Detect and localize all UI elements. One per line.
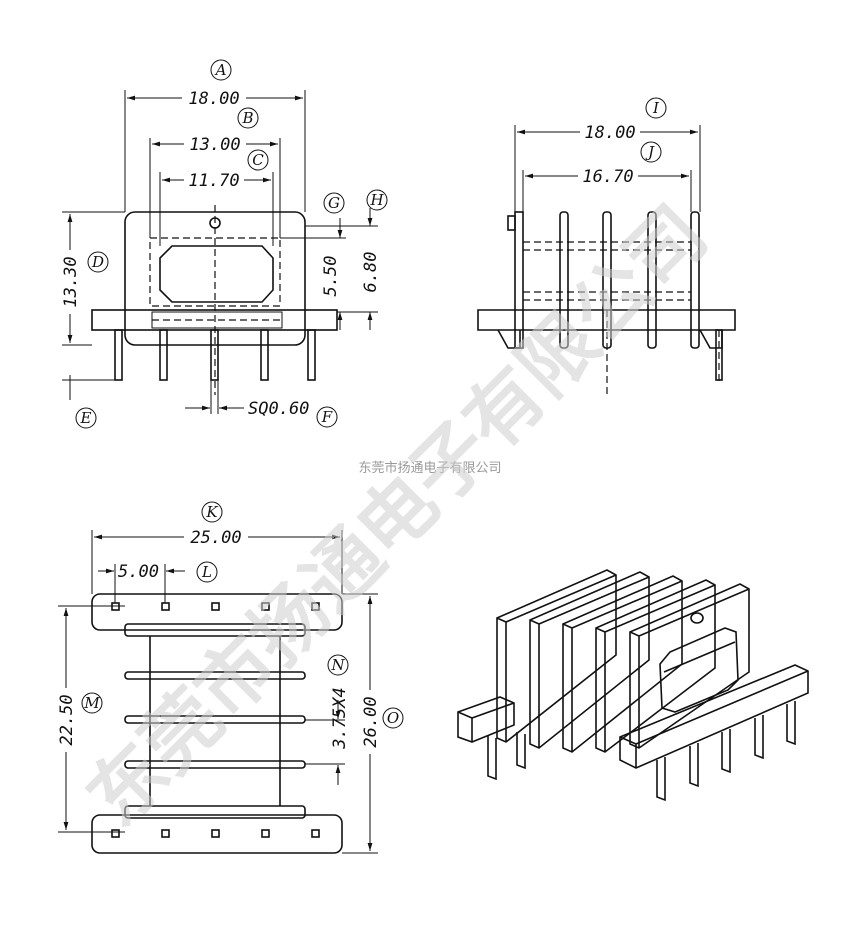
- side-view: 18.00 I 16.70 J: [477, 97, 736, 395]
- callout-g: G: [328, 194, 340, 212]
- dim-k-value: 25.00: [190, 528, 241, 548]
- callout-l: L: [201, 563, 212, 581]
- dim-n-value: 3.75X4: [330, 687, 350, 749]
- dim-i-value: 18.00: [584, 123, 635, 143]
- dim-b-value: 13.00: [189, 135, 240, 155]
- callout-b: B: [241, 109, 253, 127]
- dim-a-value: 18.00: [188, 89, 239, 109]
- callout-k: K: [205, 503, 218, 521]
- dim-m-value: 22.50: [57, 694, 77, 745]
- callout-e: E: [80, 409, 92, 427]
- watermark-small: 东莞市扬通电子有限公司: [358, 460, 501, 476]
- dim-c-value: 11.70: [188, 171, 239, 191]
- callout-a: A: [214, 61, 227, 79]
- watermark-big: 东莞市扬通电子有限公司: [70, 189, 724, 843]
- front-view: 18.00 A 13.00 B 11.70 C 13.30 D E SQ0.60: [60, 59, 388, 429]
- callout-o: O: [387, 709, 399, 727]
- callout-i: I: [652, 99, 660, 117]
- dim-h-value: 6.80: [361, 252, 381, 293]
- callout-n: N: [330, 656, 345, 674]
- dim-d-value: 13.30: [61, 256, 81, 307]
- dim-o-value: 26.00: [361, 696, 381, 747]
- dim-l-value: 5.00: [118, 562, 159, 582]
- callout-h: H: [369, 191, 384, 209]
- dim-f-value: SQ0.60: [248, 399, 309, 419]
- callout-d: D: [91, 253, 104, 271]
- dim-j-value: 16.70: [582, 167, 633, 187]
- callout-c: C: [252, 151, 264, 169]
- callout-f: F: [321, 408, 333, 426]
- callout-m: M: [83, 694, 100, 712]
- dim-g-value: 5.50: [321, 256, 341, 297]
- isometric-view: [457, 569, 809, 802]
- bottom-view: 25.00 K 5.00 L 22.50 M 3.75X4 N 26.00 O: [56, 501, 404, 854]
- callout-j: J: [645, 143, 655, 161]
